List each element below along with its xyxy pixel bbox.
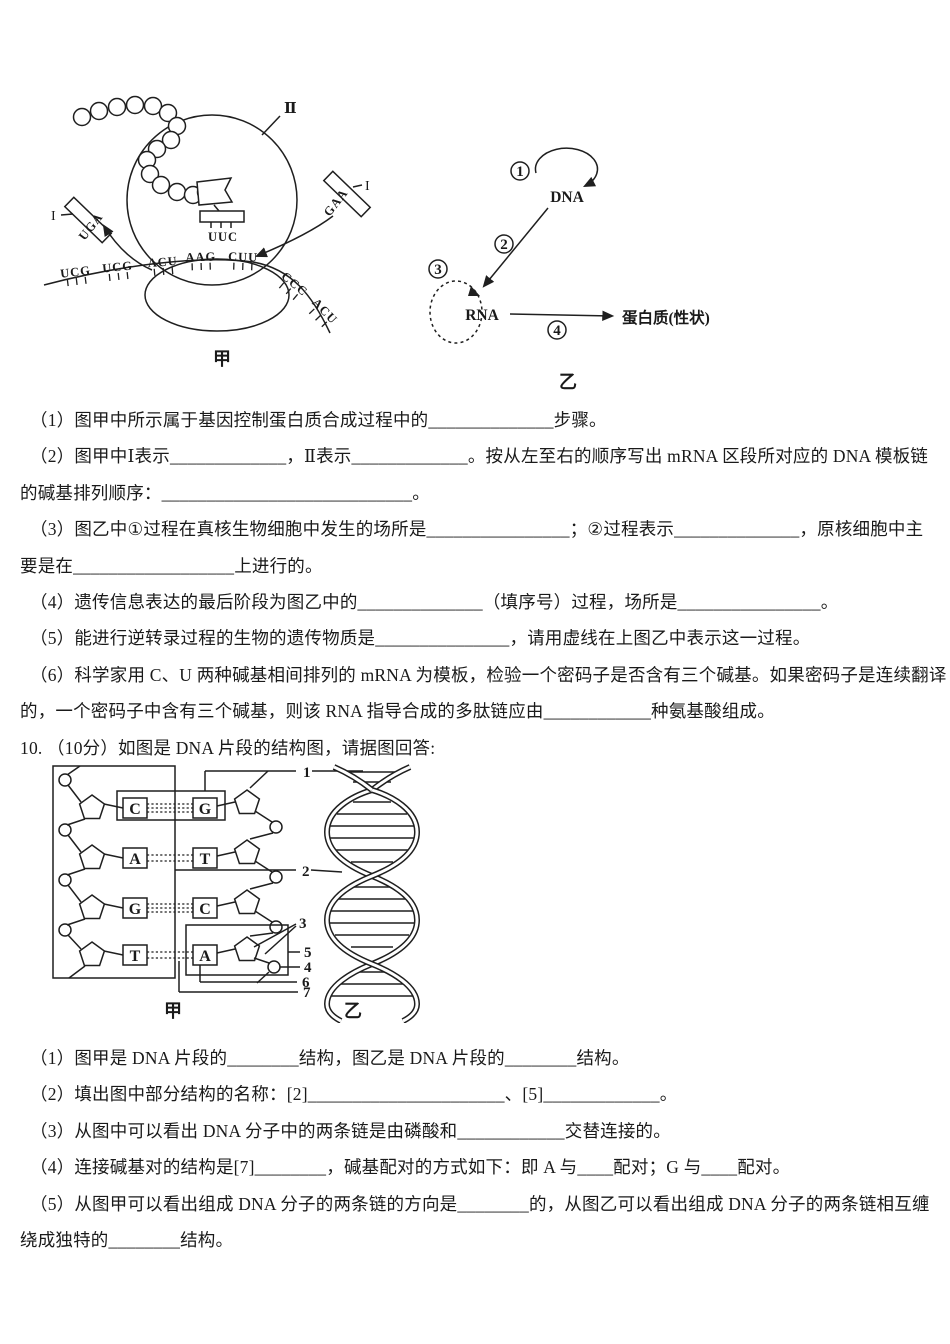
callout-1: 1: [303, 765, 311, 781]
question-line: （1）图甲是 DNA 片段的________结构，图乙是 DNA 片段的____…: [30, 1048, 630, 1068]
dna-replication-loop: 1: [510, 147, 599, 188]
transcription-arrow: 2: [482, 207, 549, 288]
mrna-codon: UCG: [102, 258, 134, 275]
double-helix: [323, 764, 421, 1023]
step-3: 3: [434, 262, 442, 278]
base: T: [200, 851, 211, 868]
trna-exit-arrow: [102, 224, 153, 271]
diagram-jia-label: 甲: [213, 349, 231, 369]
anticodon-center: UUC: [208, 230, 238, 244]
question-line: （2）填出图中部分结构的名称：[2]______________________…: [30, 1084, 678, 1105]
trna-right: GAA I: [254, 170, 372, 258]
left-strand: [58, 773, 124, 967]
base: G: [199, 801, 212, 818]
mrna-strand: [43, 259, 331, 334]
callout-2: 2: [302, 864, 310, 880]
question-line: 绕成独特的________结构。: [20, 1229, 234, 1250]
trna-left: UGA I: [51, 196, 153, 271]
mrna-codon: CUU: [228, 249, 259, 264]
base: G: [129, 901, 142, 918]
mrna-codon: ACU: [147, 254, 178, 271]
dna-yi-label: 乙: [344, 1001, 362, 1021]
protein-node: 蛋白质(性状): [622, 308, 710, 327]
ribosome-label: Ⅱ: [284, 101, 297, 117]
callout-6: 6: [302, 975, 310, 991]
callout-5: 5: [304, 945, 312, 961]
rna-node: RNA: [465, 307, 499, 324]
base: A: [199, 948, 211, 965]
question-line: （5）能进行逆转录过程的生物的遗传物质是_______________，请用虚线…: [30, 628, 811, 649]
base: C: [129, 801, 141, 818]
callouts: 1 2 3 5 4 6 7: [175, 765, 363, 1001]
translation-diagram: Ⅱ UUC UGA I GAA: [43, 95, 372, 369]
trna-entry-arrow: [254, 215, 334, 258]
rna-replication-loop: 3: [428, 259, 483, 344]
base: A: [129, 851, 141, 868]
ribosome-label-line: [261, 115, 281, 136]
step-2: 2: [500, 237, 508, 253]
base: T: [130, 948, 141, 965]
trna-right-label: I: [365, 179, 370, 194]
mrna-codon: UCG: [59, 263, 91, 281]
section10-questions: （1）图甲是 DNA 片段的________结构，图乙是 DNA 片段的____…: [20, 1040, 938, 1258]
question-line: （4）连接碱基对的结构是[7]________，碱基配对的方式如下：即 A 与_…: [30, 1157, 791, 1178]
mrna-codon: AAG: [185, 249, 216, 264]
question-line: 的，一个密码子中含有三个碱基，则该 RNA 指导合成的多肽链应由________…: [20, 701, 775, 722]
nucleotide-box: [185, 924, 289, 976]
question-line: （3）从图中可以看出 DNA 分子中的两条链是由磷酸和____________交…: [30, 1120, 671, 1141]
step-1: 1: [516, 164, 524, 180]
question-line: （5）从图甲可以看出组成 DNA 分子的两条链的方向是________的，从图乙…: [30, 1193, 930, 1214]
central-dogma-diagram: 1 DNA 2 3 RNA 4 蛋白质(性状) 乙: [428, 147, 710, 392]
right-strand: [216, 789, 283, 974]
dna-jia-label: 甲: [164, 1001, 182, 1021]
question-line: （4）遗传信息表达的最后阶段为图乙中的______________（填序号）过程…: [30, 591, 839, 612]
dna-structure-diagram: C G A T G C T A 1 2 3 5: [52, 764, 421, 1023]
question-line: 要是在__________________上进行的。: [20, 555, 323, 576]
question-10-header: 10. （10分）如图是 DNA 片段的结构图，请据图回答:: [20, 737, 436, 758]
diagram-yi-label: 乙: [559, 372, 577, 392]
question-line: （1）图甲中所示属于基因控制蛋白质合成过程中的______________步骤。: [30, 410, 607, 430]
question-line: （2）图甲中Ⅰ表示_____________，Ⅱ表示_____________。…: [30, 446, 929, 467]
callout-4: 4: [304, 960, 312, 976]
base: C: [199, 901, 211, 918]
mrna-codons: UCG UCG ACU AAG CUU CCC: [59, 249, 340, 328]
section9-questions: （1）图甲中所示属于基因控制蛋白质合成过程中的______________步骤。…: [20, 402, 947, 766]
callout-7: 7: [303, 985, 311, 1001]
question-line: 的碱基排列顺序：____________________________。: [20, 482, 430, 503]
step-4: 4: [553, 323, 561, 339]
callout-3: 3: [299, 916, 307, 932]
trna-center: UUC: [196, 177, 245, 244]
trna-left-label: I: [51, 209, 56, 224]
base-pairs: C G A T G C T A: [122, 797, 218, 966]
translation-arrow: 4: [509, 310, 615, 340]
question-line: （3）图乙中①过程在真核生物细胞中发生的场所是________________；…: [30, 519, 924, 540]
question-line: （6）科学家用 C、U 两种碱基相间排列的 mRNA 为模板，检验一个密码子是否…: [30, 664, 947, 685]
base-pair-box: [116, 790, 226, 821]
left-strand-box: [52, 765, 176, 979]
dna-node: DNA: [550, 189, 584, 206]
